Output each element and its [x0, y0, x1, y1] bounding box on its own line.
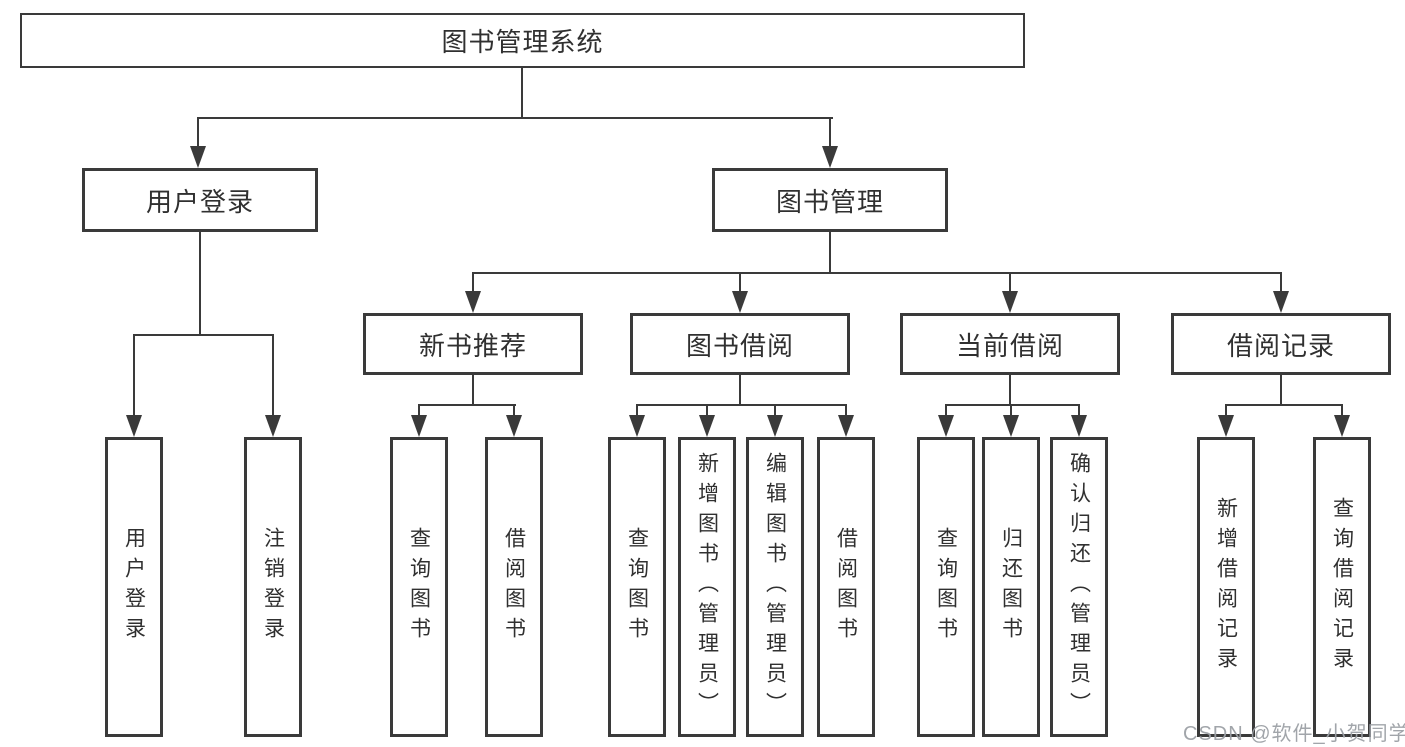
arrow-down-icon: [699, 415, 715, 437]
node-leaf-logout: 注销登录: [244, 437, 302, 737]
connector-line: [197, 117, 199, 147]
connector-line: [739, 375, 741, 406]
arrow-down-icon: [265, 415, 281, 437]
arrow-down-icon: [822, 146, 838, 168]
connector-line: [418, 404, 516, 406]
node-label: 图书借阅: [685, 330, 794, 361]
arrow-down-icon: [732, 291, 748, 313]
node-library-management-system: 图书管理系统: [20, 13, 1025, 68]
node-label: 图书管理: [775, 186, 884, 217]
connector-line: [272, 334, 274, 416]
connector-line: [1225, 404, 1227, 416]
arrow-down-icon: [629, 415, 645, 437]
node-leaf-user-login: 用户登录: [105, 437, 163, 737]
node-leaf-query-books-2: 查询图书: [608, 437, 666, 737]
node-label: 当前借阅: [955, 330, 1064, 361]
node-borrow-records: 借阅记录: [1171, 313, 1391, 375]
node-leaf-add-books-admin: 新增图书（管理员）: [678, 437, 736, 737]
connector-line: [739, 272, 741, 292]
connector-line: [1280, 375, 1282, 406]
connector-line: [513, 404, 515, 416]
connector-line: [706, 404, 708, 416]
connector-line: [636, 404, 638, 416]
arrow-down-icon: [1218, 415, 1234, 437]
connector-line: [945, 404, 947, 416]
arrow-down-icon: [767, 415, 783, 437]
node-label: 编辑图书（管理员）: [763, 452, 787, 722]
node-label: 借阅图书: [502, 527, 526, 647]
arrow-down-icon: [1002, 291, 1018, 313]
arrow-down-icon: [465, 291, 481, 313]
node-label: 借阅记录: [1226, 330, 1335, 361]
node-leaf-return-books: 归还图书: [982, 437, 1040, 737]
arrow-down-icon: [838, 415, 854, 437]
connector-line: [197, 117, 833, 119]
node-leaf-borrow-books-1: 借阅图书: [485, 437, 543, 737]
node-label: 注销登录: [261, 527, 285, 647]
connector-line: [133, 334, 135, 416]
arrow-down-icon: [1003, 415, 1019, 437]
connector-line: [636, 404, 847, 406]
watermark-text: CSDN @软件_小贺同学: [1183, 723, 1405, 745]
node-book-management: 图书管理: [712, 168, 948, 232]
connector-line: [1341, 404, 1343, 416]
arrow-down-icon: [1071, 415, 1087, 437]
node-leaf-query-books-1: 查询图书: [390, 437, 448, 737]
connector-line: [472, 272, 474, 292]
node-label: 查询图书: [407, 527, 431, 647]
node-label: 用户登录: [145, 186, 254, 217]
arrow-down-icon: [1334, 415, 1350, 437]
node-label: 确认归还（管理员）: [1067, 452, 1091, 722]
arrow-down-icon: [126, 415, 142, 437]
connector-line: [472, 272, 1282, 274]
node-label: 图书管理系统: [441, 27, 604, 57]
connector-line: [829, 117, 831, 147]
connector-line: [774, 404, 776, 416]
node-current-borrow: 当前借阅: [900, 313, 1120, 375]
connector-line: [1009, 272, 1011, 292]
node-book-borrow: 图书借阅: [630, 313, 850, 375]
node-leaf-add-borrow-record: 新增借阅记录: [1197, 437, 1255, 737]
connector-line: [472, 375, 474, 406]
connector-line: [521, 68, 523, 119]
node-label: 查询图书: [934, 527, 958, 647]
node-user-login: 用户登录: [82, 168, 318, 232]
node-label: 归还图书: [999, 527, 1023, 647]
arrow-down-icon: [411, 415, 427, 437]
node-label: 新书推荐: [418, 330, 527, 361]
connector-line: [1078, 404, 1080, 416]
node-leaf-query-borrow-record: 查询借阅记录: [1313, 437, 1371, 737]
node-label: 新增图书（管理员）: [695, 452, 719, 722]
node-label: 新增借阅记录: [1214, 497, 1238, 677]
connector-line: [418, 404, 420, 416]
arrow-down-icon: [1273, 291, 1289, 313]
node-label: 用户登录: [122, 527, 146, 647]
connector-line: [845, 404, 847, 416]
connector-line: [1009, 375, 1011, 406]
connector-line: [133, 334, 274, 336]
connector-line: [1280, 272, 1282, 292]
node-label: 查询借阅记录: [1330, 497, 1354, 677]
node-new-book-recommend: 新书推荐: [363, 313, 583, 375]
connector-line: [829, 232, 831, 274]
node-leaf-edit-books-admin: 编辑图书（管理员）: [746, 437, 804, 737]
arrow-down-icon: [938, 415, 954, 437]
node-label: 查询图书: [625, 527, 649, 647]
node-label: 借阅图书: [834, 527, 858, 647]
connector-line: [1010, 404, 1012, 416]
connector-line: [945, 404, 1080, 406]
arrow-down-icon: [506, 415, 522, 437]
connector-line: [199, 232, 201, 336]
arrow-down-icon: [190, 146, 206, 168]
node-leaf-borrow-books-2: 借阅图书: [817, 437, 875, 737]
node-leaf-query-books-3: 查询图书: [917, 437, 975, 737]
node-leaf-confirm-return-admin: 确认归还（管理员）: [1050, 437, 1108, 737]
connector-line: [1225, 404, 1343, 406]
